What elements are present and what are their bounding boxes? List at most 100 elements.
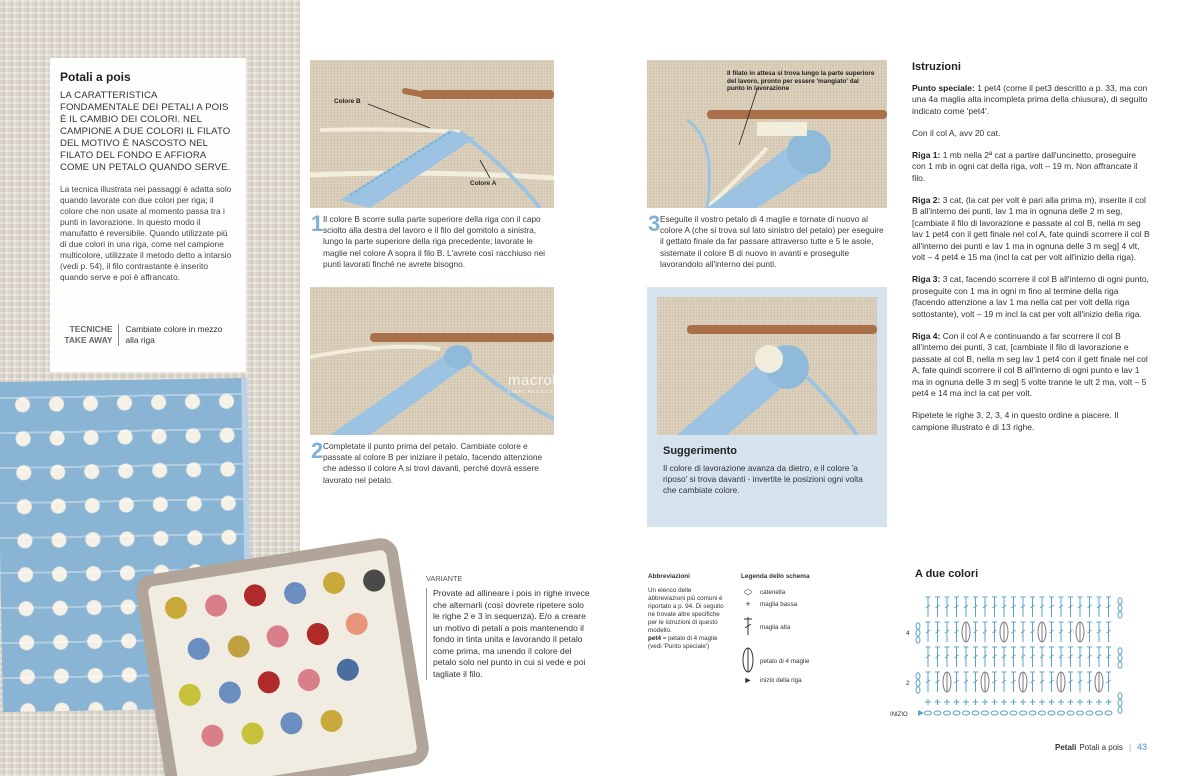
- row-number-label: 4: [906, 630, 910, 637]
- step-3-text-block: 3 Eseguite il vostro petalo di 4 maglie …: [648, 211, 888, 270]
- abbreviation-pet4-text: = petalo di 4 maglie (vedi 'Punto specia…: [648, 635, 718, 650]
- row-3-paragraph: Riga 3: 3 cat, facendo scorrere il col B…: [912, 274, 1152, 320]
- double-crochet-mark: [954, 629, 959, 634]
- abbreviations-heading: Abbreviazioni: [648, 573, 690, 580]
- step-3-text: Eseguite il vostro petalo di 4 maglie e …: [660, 214, 884, 269]
- double-crochet-mark: [973, 604, 978, 609]
- turning-chain-mark: [1117, 597, 1123, 605]
- chain-stitch-mark: [1095, 710, 1103, 716]
- row-1-paragraph: Riga 1: 1 mb nella 2ª cat a partire dall…: [912, 150, 1152, 185]
- step-1-text-block: 1 Il colore B scorre sulla parte superio…: [311, 213, 551, 270]
- turning-chain-mark: [1117, 699, 1123, 707]
- row-3-label: Riga 3:: [912, 274, 941, 284]
- diagram-title: A due colori: [915, 568, 979, 580]
- double-crochet-mark: [1096, 629, 1102, 634]
- chain-stitch-mark: [990, 710, 999, 716]
- double-crochet-mark: [1068, 679, 1073, 684]
- double-crochet-mark: [935, 679, 940, 684]
- variante-text: Provate ad allineare i pois in righe inv…: [426, 588, 591, 680]
- double-crochet-mark: [1058, 629, 1064, 634]
- double-crochet-mark: [954, 654, 959, 659]
- double-crochet-mark: [1030, 679, 1035, 684]
- double-crochet-mark: [1077, 604, 1083, 609]
- double-crochet-mark: [992, 654, 997, 659]
- chain-stitch-mark: [1047, 710, 1056, 716]
- watermark-tagline: LIBRI RECENSIONI RITAGLI: [508, 389, 596, 394]
- multicolor-dot-swatch-photo: [133, 535, 432, 776]
- double-crochet-mark: [944, 629, 950, 634]
- chain-stitch-mark: [1104, 710, 1113, 716]
- legend-item-double: maglia alta: [741, 616, 790, 638]
- double-crochet-mark: [1058, 604, 1064, 609]
- double-crochet-mark: [935, 629, 940, 634]
- watermark-brand: macrolibrarsi: [508, 372, 601, 389]
- step-1-text: Il colore B scorre sulla parte superiore…: [323, 214, 546, 269]
- single-crochet-icon: +: [745, 599, 751, 609]
- turning-chain-mark: [915, 686, 921, 694]
- page-footer: Petali Potali a pois | 43: [1055, 742, 1147, 752]
- intro-body-text: La tecnica illustrata nei passaggi è ada…: [60, 184, 232, 282]
- chain-stitch-mark: [1066, 710, 1075, 716]
- footer-separator: |: [1128, 742, 1132, 752]
- double-crochet-mark: [1039, 679, 1045, 684]
- chain-stitch-mark: [943, 710, 951, 716]
- legend-item-row-start: ► inizio della riga: [741, 675, 802, 685]
- double-crochet-mark: [1096, 654, 1102, 659]
- chain-stitch-mark: [971, 710, 980, 716]
- takeaway-block: TECNICHE TAKE AWAY Cambiate colore in me…: [60, 324, 236, 346]
- step-3-illustration: [686, 89, 887, 208]
- abbreviation-pet4-label: pet4: [648, 635, 661, 642]
- turning-chain-mark: [1117, 661, 1123, 669]
- double-crochet-mark: [1106, 604, 1111, 609]
- double-crochet-mark: [1087, 679, 1092, 684]
- double-crochet-mark: [935, 604, 940, 609]
- chain-stitch-mark: [1000, 710, 1008, 716]
- step-2-text-block: 2 Completate il punto prima del petalo. …: [311, 440, 551, 486]
- legend-heading: Legenda dello schema: [741, 573, 810, 580]
- row-2-paragraph: Riga 2: 3 cat, (la cat per volt è pari a…: [912, 195, 1152, 264]
- double-crochet-mark: [1058, 654, 1064, 659]
- double-crochet-mark: [992, 679, 997, 684]
- row-1-text: 1 mb nella 2ª cat a partire dall'uncinet…: [912, 149, 1138, 183]
- chain-stitch-icon: ⬭: [744, 587, 752, 597]
- chain-stitch-mark: [1038, 710, 1046, 716]
- double-crochet-mark: [1030, 629, 1035, 634]
- turning-chain-mark: [1117, 611, 1123, 619]
- footer-section: Petali: [1055, 742, 1077, 752]
- start-paragraph: Con il col A, avv 20 cat.: [912, 127, 1001, 138]
- double-crochet-mark: [925, 604, 931, 609]
- row-number-label: 2: [906, 680, 910, 687]
- chain-stitch-mark: [1076, 710, 1084, 716]
- double-crochet-mark: [954, 679, 959, 684]
- double-crochet-mark: [954, 604, 959, 609]
- step-3-number: 3: [648, 211, 661, 236]
- chain-stitch-mark: [1085, 710, 1094, 716]
- turning-chain-mark: [915, 629, 921, 637]
- row-2-text: 3 cat, (la cat per volt è pari alla prim…: [912, 194, 1150, 263]
- double-crochet-mark: [1068, 654, 1073, 659]
- double-crochet-mark: [963, 654, 969, 659]
- double-crochet-mark: [973, 679, 978, 684]
- double-crochet-mark: [1087, 629, 1092, 634]
- turning-chain-mark: [1117, 654, 1123, 662]
- legend-item-chain: ⬭ catenella: [741, 587, 785, 598]
- chain-stitch-mark: [1057, 710, 1065, 716]
- step-1-photo: Colore B Colore A: [310, 60, 554, 208]
- row-start-marker: [918, 710, 924, 716]
- step-3-photo-note: Il filato in attesa si trova lungo la pa…: [727, 70, 875, 92]
- takeaway-label: TECNICHE TAKE AWAY: [60, 324, 120, 346]
- instructions-title: Istruzioni: [912, 61, 961, 73]
- double-crochet-mark: [1049, 629, 1054, 634]
- double-crochet-mark: [1077, 654, 1083, 659]
- tip-photo: [657, 297, 877, 435]
- turning-chain-mark: [915, 622, 921, 630]
- tip-illustration: [677, 325, 877, 435]
- chain-stitch-mark: [952, 710, 961, 716]
- step-2-illustration: [310, 333, 554, 435]
- double-crochet-mark: [925, 629, 931, 634]
- repeat-paragraph: Ripetete le righe 3, 2, 3, 4 in questo o…: [912, 410, 1119, 432]
- variante-heading: VARIANTE: [426, 574, 463, 583]
- stitch-diagram: INIZIO12345: [890, 585, 1134, 725]
- section-title: Potali a pois: [60, 70, 131, 84]
- double-crochet-mark: [1020, 604, 1026, 609]
